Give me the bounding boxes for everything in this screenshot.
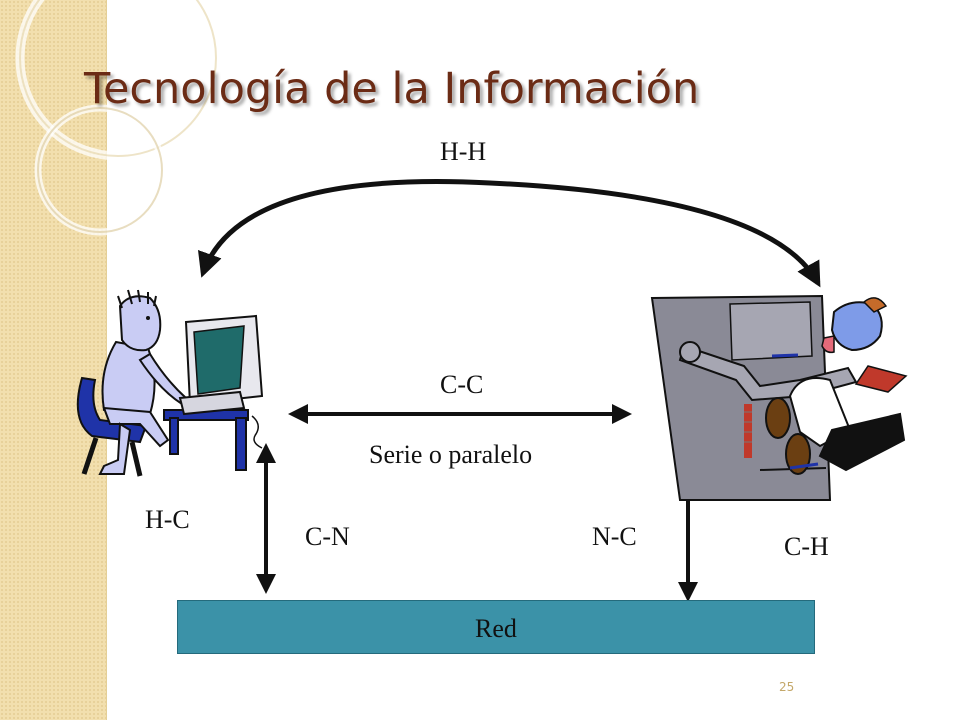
slide-title: Tecnología de la Información — [84, 64, 700, 114]
hh-arrow — [198, 179, 821, 288]
cc-sublabel: Serie o paralelo — [369, 440, 533, 469]
cn-label: C-N — [305, 522, 350, 551]
ch-label: C-H — [784, 532, 829, 561]
cc-label: C-C — [440, 370, 484, 399]
hh-label: H-H — [440, 137, 487, 166]
server-grabbing-person-illustration — [650, 294, 908, 501]
decorative-circles — [15, 0, 221, 236]
hc-label: H-C — [145, 505, 190, 534]
network-box: Red — [177, 600, 815, 654]
decorative-sidebar — [0, 0, 106, 720]
page-number: 25 — [779, 680, 795, 694]
network-label: Red — [475, 614, 517, 643]
nc-label: N-C — [592, 522, 637, 551]
sidebar-border — [106, 0, 107, 720]
person-at-computer-illustration — [76, 289, 264, 477]
